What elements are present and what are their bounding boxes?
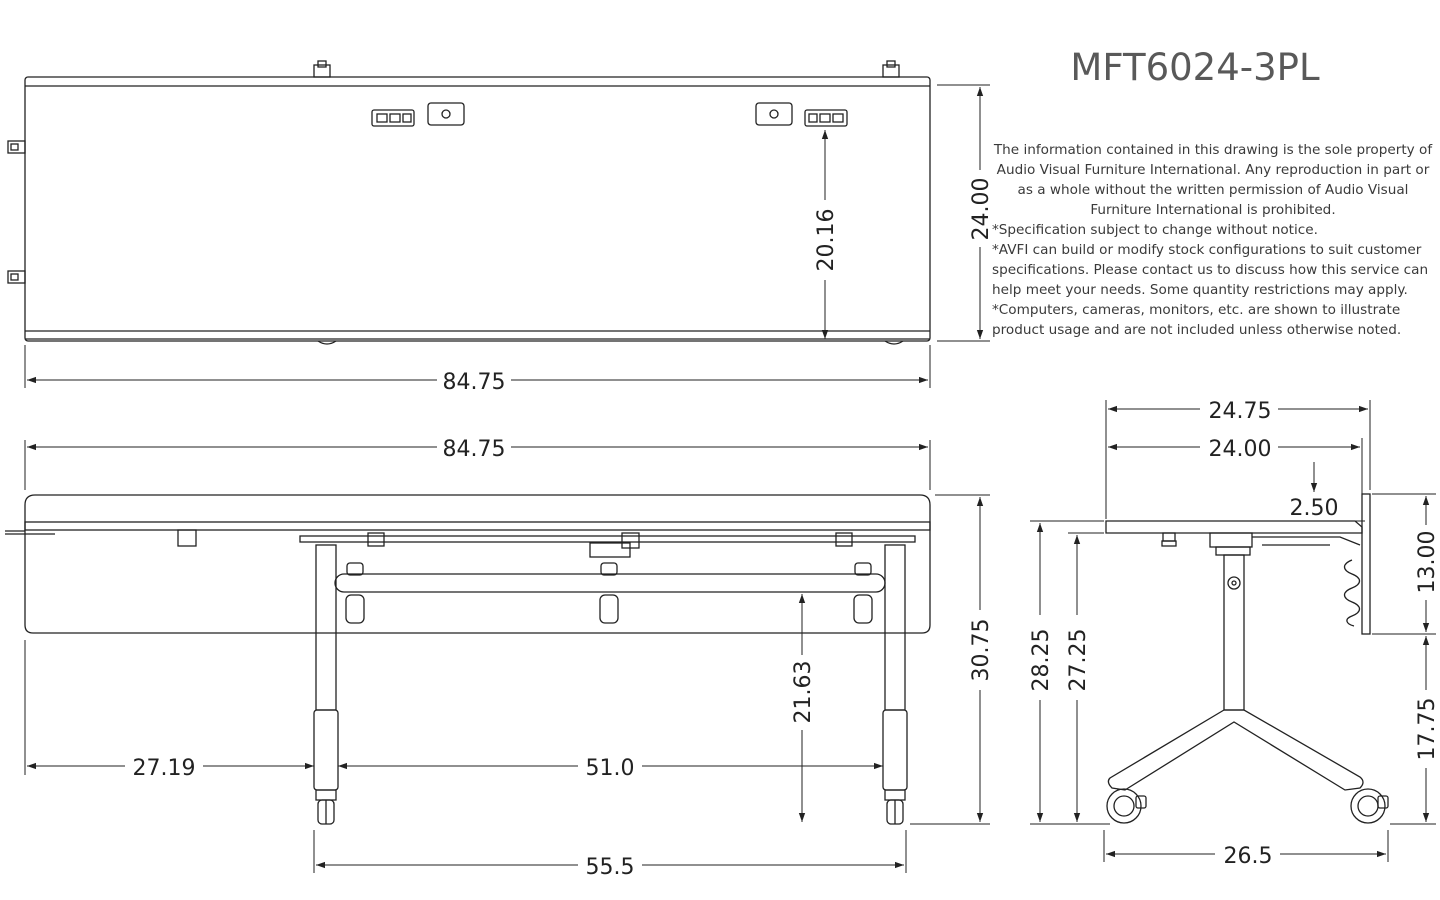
dim-front-height: 30.75 <box>969 619 994 682</box>
model-title: MFT6024-3PL <box>1070 46 1320 89</box>
note-line: *AVFI can build or modify stock configur… <box>992 242 1422 258</box>
dim-top-outlet-depth: 20.16 <box>814 209 839 272</box>
left-leg <box>315 544 337 711</box>
dim-side-panel-height: 13.00 <box>1415 531 1440 594</box>
right-leg <box>884 544 906 711</box>
note-line: *Computers, cameras, monitors, etc. are … <box>992 302 1401 318</box>
note-line: specifications. Please contact us to dis… <box>992 262 1429 278</box>
dim-front-rail-height: 21.63 <box>791 661 816 724</box>
grommet-right <box>755 102 793 126</box>
dim-side-under-height: 27.25 <box>1066 629 1091 692</box>
front-tabletop <box>24 521 931 531</box>
side-tabletop <box>1105 520 1363 534</box>
dim-side-base-depth: 26.5 <box>1224 844 1273 869</box>
dim-front-left-offset: 27.19 <box>133 756 196 781</box>
note-line: Furniture International is prohibited. <box>1090 202 1336 218</box>
top-view <box>7 60 931 345</box>
dim-side-modesty-gap: 2.50 <box>1290 496 1339 521</box>
modesty-panel <box>24 494 931 634</box>
side-base-legs <box>1107 709 1364 791</box>
note-line: Audio Visual Furniture International. An… <box>996 162 1430 178</box>
cross-rail <box>334 573 886 593</box>
note-line: *Specification subject to change without… <box>992 222 1318 238</box>
dim-side-top-depth: 24.00 <box>1209 437 1272 462</box>
note-line: product usage and are not included unles… <box>992 322 1402 338</box>
side-view <box>1105 493 1389 824</box>
side-column <box>1223 554 1245 711</box>
dim-front-width: 84.75 <box>443 437 506 462</box>
top-view-dimensions <box>24 84 990 388</box>
front-view-dimensions <box>24 440 990 873</box>
side-modesty-panel <box>1361 493 1371 635</box>
front-view <box>5 494 931 825</box>
notes-block: The information contained in this drawin… <box>992 140 1434 340</box>
dim-front-leg-spacing: 51.0 <box>586 756 635 781</box>
dim-top-depth: 24.00 <box>969 178 994 241</box>
side-caster-left <box>1106 788 1147 824</box>
cable-coil <box>1343 559 1361 627</box>
dim-top-width: 84.75 <box>443 370 506 395</box>
dim-side-overall-depth: 24.75 <box>1209 399 1272 424</box>
front-caster-right <box>884 789 906 825</box>
front-caster-left <box>315 789 337 825</box>
power-module-left <box>371 109 415 127</box>
side-caster-right <box>1350 788 1389 824</box>
tabletop-outline <box>24 76 931 342</box>
note-line: as a whole without the written permissio… <box>1017 182 1409 198</box>
power-module-right <box>804 109 848 127</box>
dim-front-base-width: 55.5 <box>586 855 635 880</box>
side-view-dimensions <box>1030 400 1436 862</box>
dim-side-top-height: 28.25 <box>1029 629 1054 692</box>
dim-side-floor-clearance: 17.75 <box>1415 698 1440 761</box>
note-line: help meet your needs. Some quantity rest… <box>992 282 1408 298</box>
grommet-left <box>427 102 465 126</box>
note-line: The information contained in this drawin… <box>993 142 1433 158</box>
